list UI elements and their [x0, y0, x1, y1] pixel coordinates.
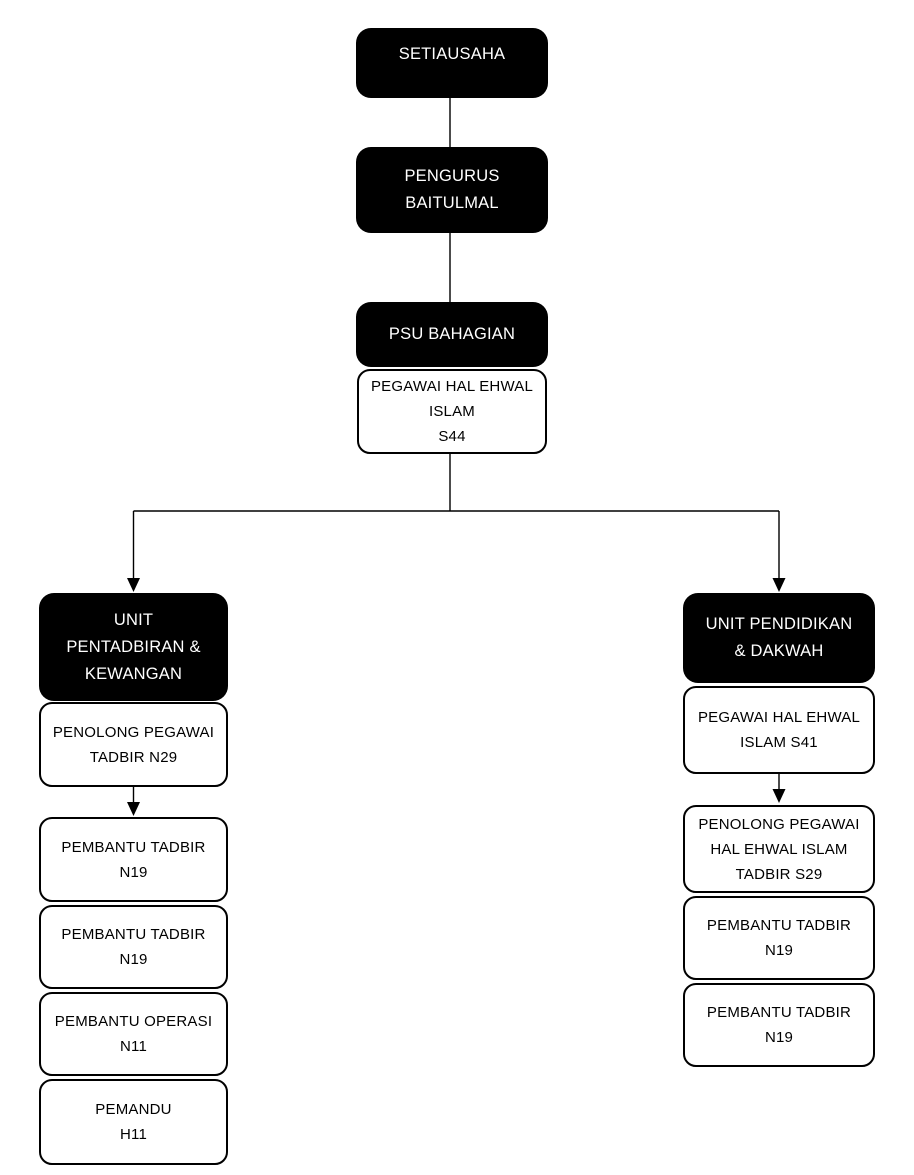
org-node-setiausaha: SETIAUSAHA — [356, 28, 548, 98]
arrowhead-left-unit — [127, 578, 140, 592]
node-label: PEMBANTU OPERASI — [54, 1013, 213, 1030]
org-node-pembantu-operasi-n11: PEMBANTU OPERASI N11 — [39, 992, 228, 1076]
node-label: N19 — [764, 1029, 794, 1046]
arrowhead-right-s29 — [772, 789, 786, 803]
org-node-pembantu-tadbir-n19-4: PEMBANTU TADBIR N19 — [683, 983, 875, 1067]
org-node-pegawai-hal-ehwal-islam-s41: PEGAWAI HAL EHWAL ISLAM S41 — [683, 686, 875, 774]
arrowhead-left-pembantu — [127, 802, 140, 816]
arrowhead-right-unit — [772, 578, 786, 592]
org-node-pembantu-tadbir-n19-2: PEMBANTU TADBIR N19 — [39, 905, 228, 989]
org-node-pemandu-h11: PEMANDU H11 — [39, 1079, 228, 1165]
node-label: PENOLONG PEGAWAI — [698, 815, 860, 833]
node-label: S44 — [438, 428, 466, 445]
node-label: H11 — [119, 1126, 147, 1143]
node-label: N19 — [119, 951, 148, 968]
node-label: PEMBANTU TADBIR — [706, 1004, 852, 1021]
node-label: PEMANDU — [95, 1101, 172, 1118]
node-label: PEMBANTU TADBIR — [706, 917, 852, 934]
node-label: SETIAUSAHA — [398, 44, 506, 63]
org-node-penolong-pegawai-hal-ehwal-islam-tadbir-s29: PENOLONG PEGAWAI HAL EHWAL ISLAM TADBIR … — [683, 805, 875, 893]
node-label: UNIT PENDIDIKAN — [705, 615, 853, 633]
node-label: PENOLONG PEGAWAI — [52, 723, 215, 741]
node-label: KEWANGAN — [84, 664, 183, 683]
org-node-unit-pendidikan-dakwah: UNIT PENDIDIKAN & DAKWAH — [683, 593, 875, 683]
org-node-pengurus-baitulmal: PENGURUS BAITULMAL — [356, 147, 548, 233]
node-label: PEGAWAI HAL EHWAL — [370, 378, 534, 395]
node-label: & DAKWAH — [734, 642, 824, 660]
node-label: PSU BAHAGIAN — [388, 325, 516, 343]
org-node-pembantu-tadbir-n19-3: PEMBANTU TADBIR N19 — [683, 896, 875, 980]
node-label: PENGURUS — [404, 167, 500, 185]
node-label: BAITULMAL — [405, 194, 499, 212]
node-label: PEGAWAI HAL EHWAL — [697, 709, 861, 726]
org-node-pegawai-hal-ehwal-islam-s44: PEGAWAI HAL EHWAL ISLAM S44 — [357, 369, 547, 454]
org-node-pembantu-tadbir-n19-1: PEMBANTU TADBIR N19 — [39, 817, 228, 902]
node-label: UNIT — [113, 610, 154, 629]
node-label: TADBIR N29 — [89, 748, 178, 766]
node-label: N11 — [119, 1038, 147, 1055]
node-label: PEMBANTU TADBIR — [61, 926, 206, 943]
node-label: PENTADBIRAN & — [66, 637, 201, 656]
node-label: N19 — [119, 863, 148, 881]
org-node-psu-bahagian: PSU BAHAGIAN — [356, 302, 548, 367]
node-label: PEMBANTU TADBIR — [61, 838, 206, 856]
org-node-penolong-pegawai-tadbir-n29: PENOLONG PEGAWAI TADBIR N29 — [39, 702, 228, 787]
org-node-unit-pentadbiran-kewangan: UNIT PENTADBIRAN & KEWANGAN — [39, 593, 228, 701]
node-label: N19 — [764, 942, 794, 959]
node-label: ISLAM S41 — [740, 734, 818, 751]
node-label: TADBIR S29 — [735, 865, 823, 883]
node-label: ISLAM — [428, 403, 475, 420]
node-label: HAL EHWAL ISLAM — [710, 840, 848, 858]
